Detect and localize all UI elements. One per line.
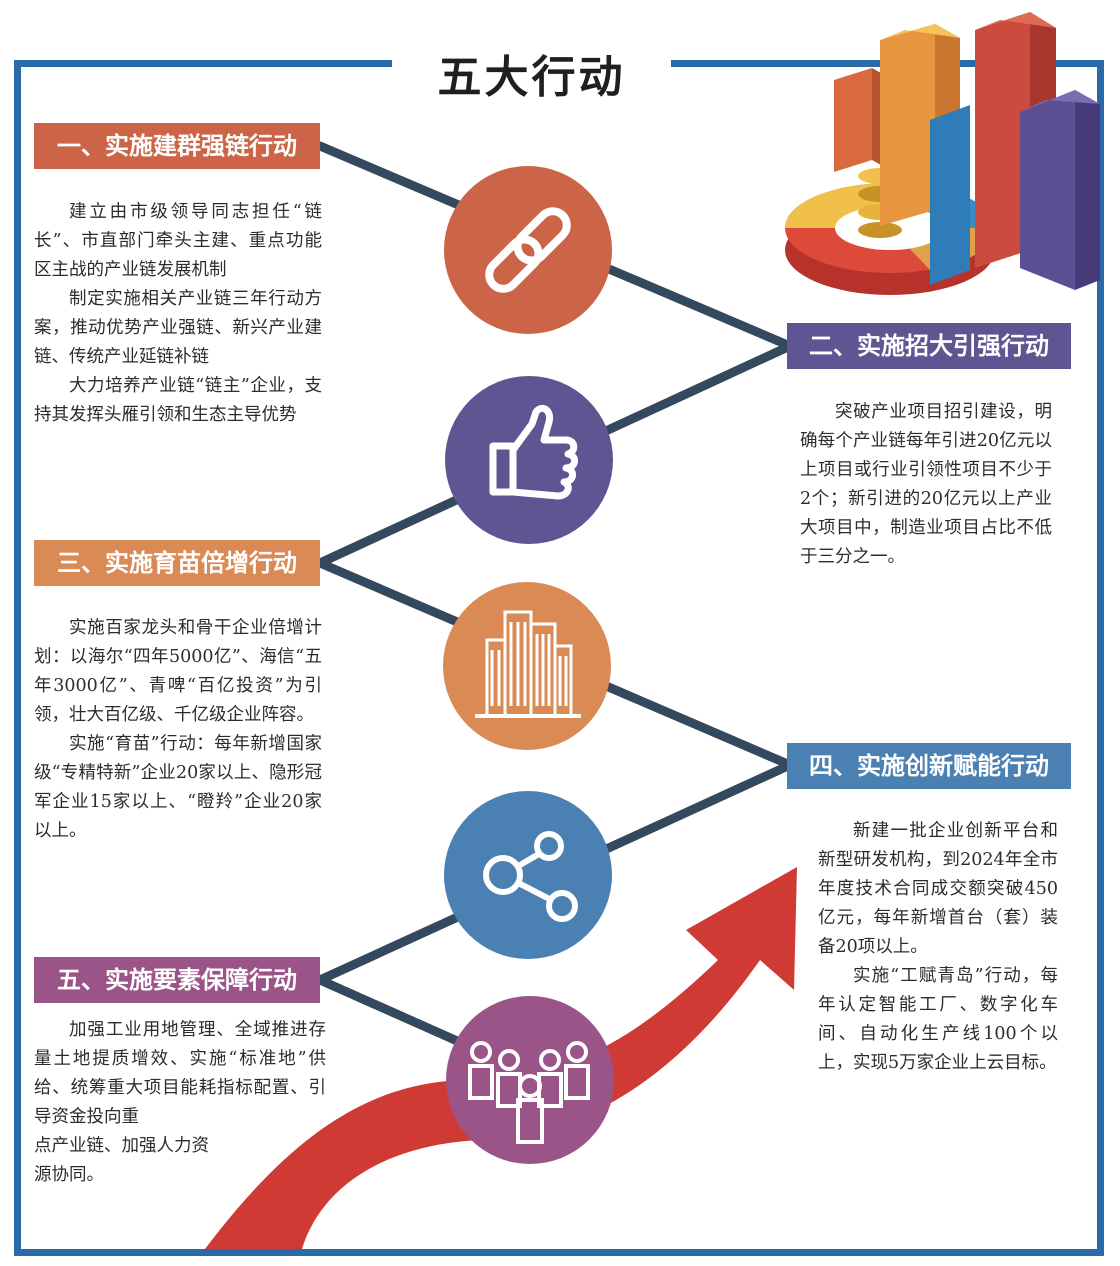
action5-paragraph: 加强工业用地管理、全域推进存量土地提质增效、实施“标准地”供给、统筹重大项目能耗… xyxy=(34,1020,326,1185)
action1-heading: 一、实施建群强链行动 xyxy=(34,123,320,169)
action4-paragraph: 实施“工赋青岛”行动，每年认定智能工厂、数字化车间、自动化生产线100个以上，实… xyxy=(818,966,1058,1073)
action3-circle xyxy=(443,582,611,750)
action2-description: 突破产业项目招引建设，明确每个产业链每年引进20亿元以上项目或行业引领性项目不少… xyxy=(800,398,1052,572)
frame-left xyxy=(14,60,21,1256)
thumbs-up-icon xyxy=(489,404,578,500)
action1-circle xyxy=(444,166,612,334)
action2-paragraph: 突破产业项目招引建设，明确每个产业链每年引进20亿元以上项目或行业引领性项目不少… xyxy=(800,402,1052,567)
action3-description: 实施百家龙头和骨干企业倍增计划：以海尔“四年5000亿”、海信“五年3000亿”… xyxy=(34,614,322,846)
buildings-icon xyxy=(475,610,581,718)
action1-paragraph: 制定实施相关产业链三年行动方案，推动优势产业强链、新兴产业建链、传统产业延链补链 xyxy=(34,289,322,367)
bar-chart-decoration-icon xyxy=(785,12,1100,295)
share-nodes-icon xyxy=(483,831,578,922)
action1-paragraph: 大力培养产业链“链主”企业，支持其发挥头雁引领和生态主导优势 xyxy=(34,376,322,425)
frame-bottom xyxy=(14,1249,1104,1256)
action2-circle xyxy=(445,376,613,544)
action3-heading: 三、实施育苗倍增行动 xyxy=(34,540,320,586)
action1-paragraph: 建立由市级领导同志担任“链长”、市直部门牵头主建、重点功能区主战的产业链发展机制 xyxy=(34,202,322,280)
action4-circle xyxy=(444,791,612,959)
action4-description: 新建一批企业创新平台和新型研发机构，到2024年全市年度技术合同成交额突破450… xyxy=(818,817,1058,1078)
chain-link-icon xyxy=(485,207,571,293)
action2-heading: 二、实施招大引强行动 xyxy=(787,323,1071,369)
action3-paragraph: 实施“育苗”行动：每年新增国家级“专精特新”企业20家以上、隐形冠军企业15家以… xyxy=(34,734,322,841)
action5-description: 加强工业用地管理、全域推进存量土地提质增效、实施“标准地”供给、统筹重大项目能耗… xyxy=(34,1016,326,1190)
action4-paragraph: 新建一批企业创新平台和新型研发机构，到2024年全市年度技术合同成交额突破450… xyxy=(818,821,1058,957)
action5-circle xyxy=(446,996,614,1164)
frame-top-left xyxy=(14,60,392,67)
page-title: 五大行动 xyxy=(437,52,626,103)
action3-paragraph: 实施百家龙头和骨干企业倍增计划：以海尔“四年5000亿”、海信“五年3000亿”… xyxy=(34,618,322,725)
people-group-icon xyxy=(468,1041,590,1144)
action4-heading: 四、实施创新赋能行动 xyxy=(787,743,1071,789)
frame-right xyxy=(1097,60,1104,1256)
action1-description: 建立由市级领导同志担任“链长”、市直部门牵头主建、重点功能区主战的产业链发展机制… xyxy=(34,198,322,430)
growth-arrow-icon xyxy=(205,867,797,1249)
action5-heading: 五、实施要素保障行动 xyxy=(34,957,320,1003)
